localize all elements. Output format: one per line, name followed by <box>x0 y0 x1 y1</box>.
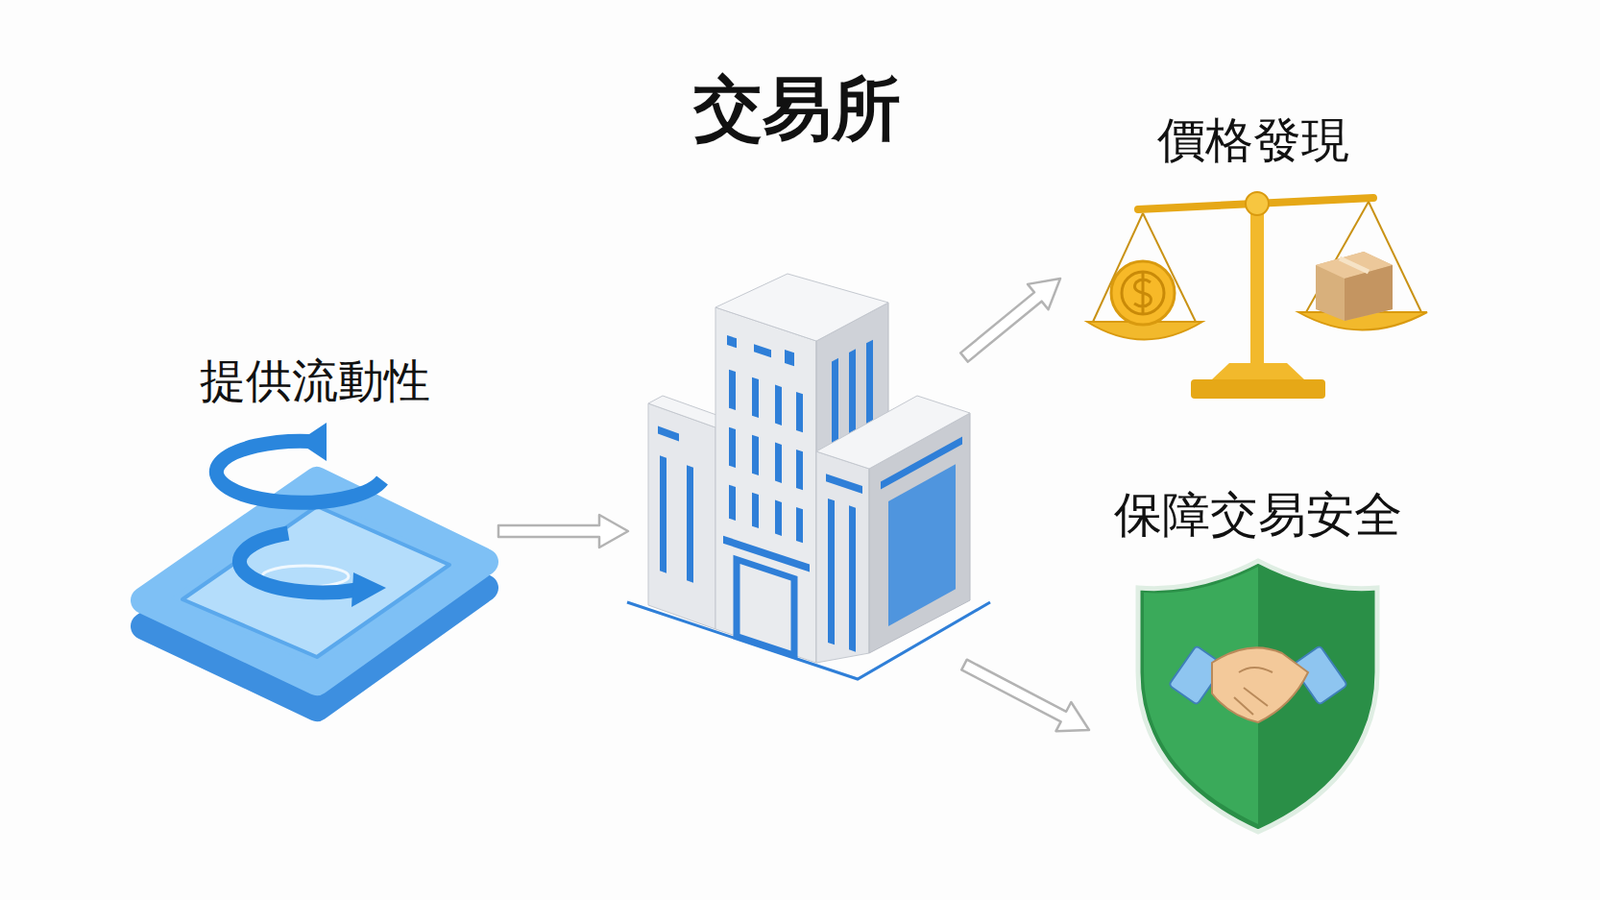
node-label: 保障交易安全 <box>1114 485 1403 544</box>
flow-arrow <box>960 278 1061 363</box>
node-label: 交易所 <box>693 67 901 150</box>
flow-arrow <box>498 514 629 548</box>
node-label: 價格發現 <box>1157 111 1350 170</box>
security-shield-icon <box>1138 560 1378 832</box>
flow-arrow <box>961 659 1090 731</box>
liquidity-pool-icon <box>144 422 485 708</box>
balance-scale-icon <box>1087 192 1428 399</box>
diagram-node: 交易所 <box>633 67 961 687</box>
node-label: 提供流動性 <box>199 353 431 410</box>
diagram-node: 保障交易安全 <box>1094 485 1422 842</box>
diagram-node: 提供流動性 <box>134 353 495 702</box>
diagram-node: 價格發現 <box>1066 111 1441 410</box>
exchange-building <box>627 273 991 679</box>
